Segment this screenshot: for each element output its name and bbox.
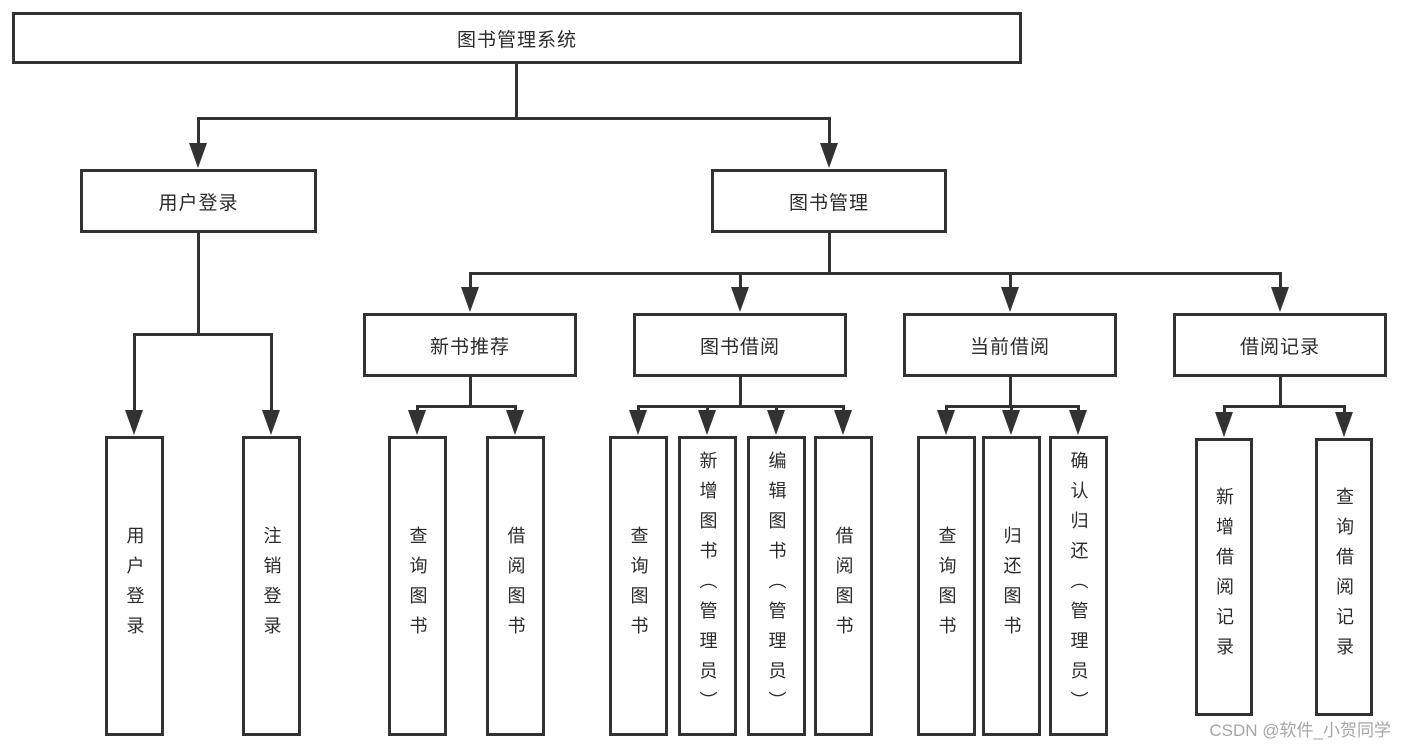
- connector-line: [469, 272, 1282, 275]
- node-label: 图书管理: [788, 192, 869, 214]
- node-label: 用户登录: [158, 192, 239, 214]
- connector-line: [1223, 405, 1345, 408]
- node-leaf-cb-return-book: 归还图书: [982, 436, 1041, 736]
- connector-line: [842, 405, 845, 414]
- node-leaf-bb-borrow-book: 借阅图书: [814, 436, 873, 736]
- node-leaf-br-add-record: 新增借阅记录: [1195, 438, 1253, 716]
- connector-line: [514, 405, 517, 414]
- node-label: 用户登录: [124, 526, 145, 646]
- node-label: 查询借阅记录: [1334, 487, 1354, 667]
- node-label: 查询图书: [407, 526, 428, 646]
- node-label: 查询图书: [628, 526, 649, 646]
- connector-line: [739, 376, 742, 408]
- connector-line: [637, 405, 845, 408]
- arrow-down-icon: [1002, 410, 1020, 435]
- node-leaf-bb-add-book-admin: 新增图书（管理员）: [678, 436, 737, 736]
- node-label: 图书借阅: [699, 336, 780, 358]
- arrow-down-icon: [731, 287, 749, 312]
- node-new-book-recommend: 新书推荐: [363, 313, 577, 377]
- node-leaf-cb-query-book: 查询图书: [917, 436, 976, 736]
- connector-line: [1223, 405, 1226, 414]
- node-label: 新增图书（管理员）: [697, 451, 718, 721]
- connector-line: [197, 117, 831, 120]
- node-label: 借阅图书: [505, 526, 526, 646]
- connector-line: [469, 272, 472, 290]
- node-label: 新增借阅记录: [1214, 487, 1234, 667]
- node-leaf-rec-query-book: 查询图书: [388, 436, 447, 736]
- connector-line: [416, 405, 419, 414]
- arrow-down-icon: [1215, 412, 1233, 437]
- connector-line: [1279, 272, 1282, 290]
- node-leaf-cb-confirm-return-admin: 确认归还（管理员）: [1049, 436, 1108, 736]
- arrow-down-icon: [767, 410, 785, 435]
- node-library-management-system: 图书管理系统: [12, 12, 1022, 64]
- node-label: 图书管理系统: [456, 29, 577, 51]
- node-book-borrowing: 图书借阅: [633, 313, 847, 377]
- connector-line: [469, 376, 472, 408]
- connector-line: [197, 232, 200, 336]
- node-label: 查询图书: [936, 526, 957, 646]
- connector-line: [270, 333, 273, 414]
- node-book-management-module: 图书管理: [711, 169, 947, 233]
- arrow-down-icon: [820, 143, 838, 168]
- arrow-down-icon: [189, 143, 207, 168]
- connector-line: [515, 63, 518, 120]
- node-user-login-module: 用户登录: [80, 169, 317, 233]
- connector-line: [739, 272, 742, 290]
- connector-line: [133, 333, 136, 414]
- node-label: 新书推荐: [429, 336, 510, 358]
- node-label: 借阅记录: [1239, 336, 1320, 358]
- arrow-down-icon: [834, 410, 852, 435]
- node-borrowing-records: 借阅记录: [1173, 313, 1387, 377]
- connector-line: [1343, 405, 1346, 414]
- connector-line: [1279, 376, 1282, 408]
- node-current-borrowing: 当前借阅: [903, 313, 1117, 377]
- arrow-down-icon: [125, 410, 143, 435]
- arrow-down-icon: [937, 410, 955, 435]
- connector-line: [775, 405, 778, 414]
- arrow-down-icon: [1271, 287, 1289, 312]
- connector-line: [637, 405, 640, 414]
- node-leaf-rec-borrow-book: 借阅图书: [486, 436, 545, 736]
- connector-line: [1009, 376, 1012, 408]
- connector-line: [945, 405, 948, 414]
- node-leaf-bb-query-book: 查询图书: [609, 436, 668, 736]
- connector-line: [1077, 405, 1080, 414]
- arrow-down-icon: [262, 410, 280, 435]
- connector-line: [1010, 405, 1013, 414]
- arrow-down-icon: [698, 410, 716, 435]
- arrow-down-icon: [629, 410, 647, 435]
- arrow-down-icon: [1001, 287, 1019, 312]
- connector-line: [197, 117, 200, 146]
- node-label: 归还图书: [1001, 526, 1022, 646]
- connector-line: [828, 232, 831, 275]
- arrow-down-icon: [461, 287, 479, 312]
- node-label: 确认归还（管理员）: [1068, 451, 1089, 721]
- node-label: 当前借阅: [969, 336, 1050, 358]
- connector-line: [706, 405, 709, 414]
- connector-line: [828, 117, 831, 146]
- node-leaf-user-login: 用户登录: [105, 436, 164, 736]
- node-label: 编辑图书（管理员）: [766, 451, 787, 721]
- arrow-down-icon: [408, 410, 426, 435]
- connector-line: [133, 333, 273, 336]
- arrow-down-icon: [1335, 412, 1353, 437]
- arrow-down-icon: [506, 410, 524, 435]
- connector-line: [1009, 272, 1012, 290]
- node-label: 注销登录: [261, 526, 282, 646]
- node-leaf-bb-edit-book-admin: 编辑图书（管理员）: [747, 436, 806, 736]
- node-leaf-br-query-record: 查询借阅记录: [1315, 438, 1373, 716]
- connector-line: [416, 405, 517, 408]
- csdn-watermark: CSDN @软件_小贺同学: [1209, 721, 1391, 740]
- node-label: 借阅图书: [833, 526, 854, 646]
- node-leaf-logout: 注销登录: [242, 436, 301, 736]
- arrow-down-icon: [1069, 410, 1087, 435]
